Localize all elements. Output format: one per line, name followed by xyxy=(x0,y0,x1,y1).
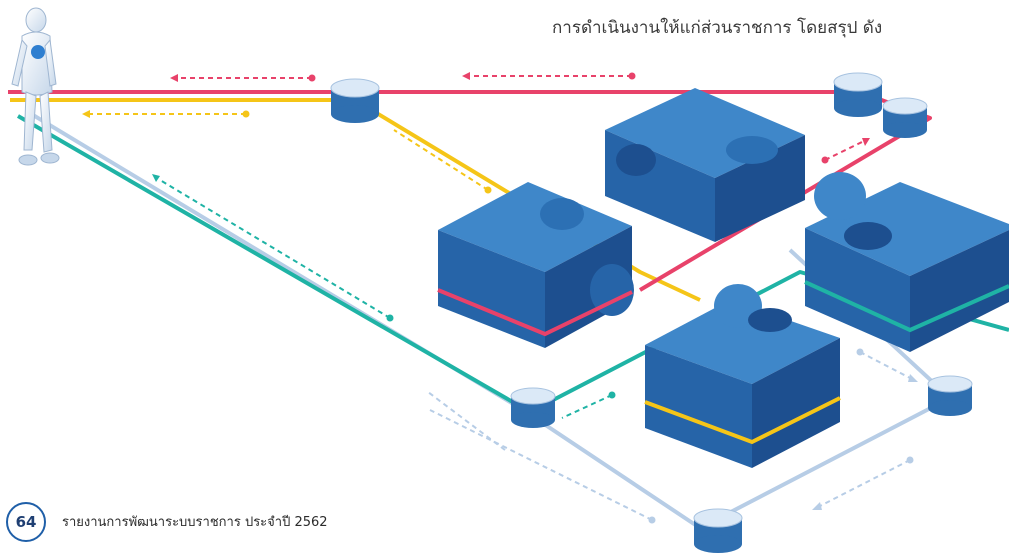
arrow-dots xyxy=(82,72,918,524)
puzzle-piece-right xyxy=(804,172,1009,352)
puzzle-piece-left xyxy=(437,182,634,348)
puzzle-piece-back xyxy=(605,88,805,242)
data-node-cylinder xyxy=(330,72,973,553)
header-text: การดำเนินงานให้แก่ส่วนราชการ โดยสรุป ดัง xyxy=(552,18,883,38)
yellow-connection-line xyxy=(10,98,701,302)
puzzle-piece-front xyxy=(644,284,841,468)
arrow-dashed-icon xyxy=(90,75,911,521)
footer-report-title: รายงานการพัฒนาระบบราชการ ประจำปี 2562 xyxy=(62,515,328,530)
page-number-badge: 64 xyxy=(6,502,46,542)
robot-figure-icon xyxy=(11,7,60,166)
